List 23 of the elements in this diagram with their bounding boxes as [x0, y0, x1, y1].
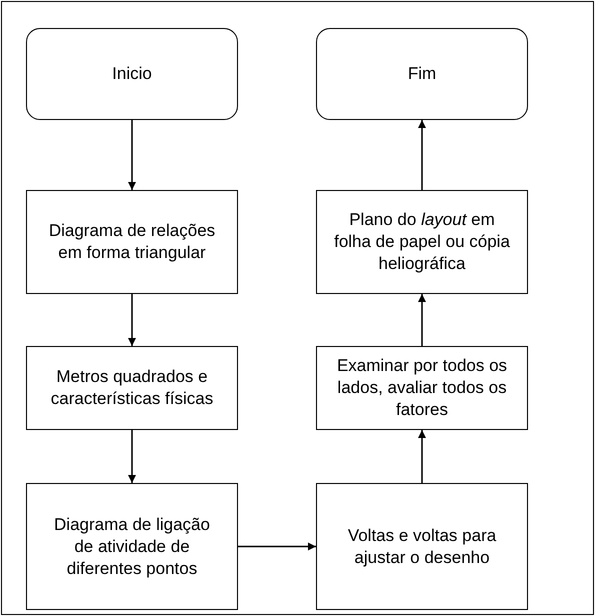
arrow [418, 120, 426, 190]
node-text: Diagrama de ligação de atividade de diferentes pontos [53, 514, 211, 580]
node-text: Diagrama de relações em forma triangular [48, 220, 216, 264]
process-box [26, 190, 238, 294]
process-box [316, 190, 528, 294]
node-text: Inicio [112, 63, 152, 85]
arrow [238, 542, 316, 550]
terminal-box [316, 28, 528, 120]
node-text: Plano do layout em folha de papel ou cópia heliográfica [333, 209, 511, 275]
arrow [128, 120, 136, 190]
node-text: Fim [408, 63, 436, 85]
arrow [418, 430, 426, 483]
arrow [128, 294, 136, 346]
process-box [26, 483, 238, 610]
node-text: Voltas e voltas para ajustar o desenho [346, 524, 498, 568]
arrow [418, 294, 426, 346]
process-box [26, 346, 238, 430]
arrow [128, 430, 136, 483]
process-box [316, 483, 528, 610]
process-box [316, 346, 528, 430]
terminal-box [26, 28, 238, 120]
node-text: Examinar por todos os lados, avaliar todos os fatores [336, 355, 508, 421]
node-text: Metros quadrados e características físicas [50, 366, 214, 410]
